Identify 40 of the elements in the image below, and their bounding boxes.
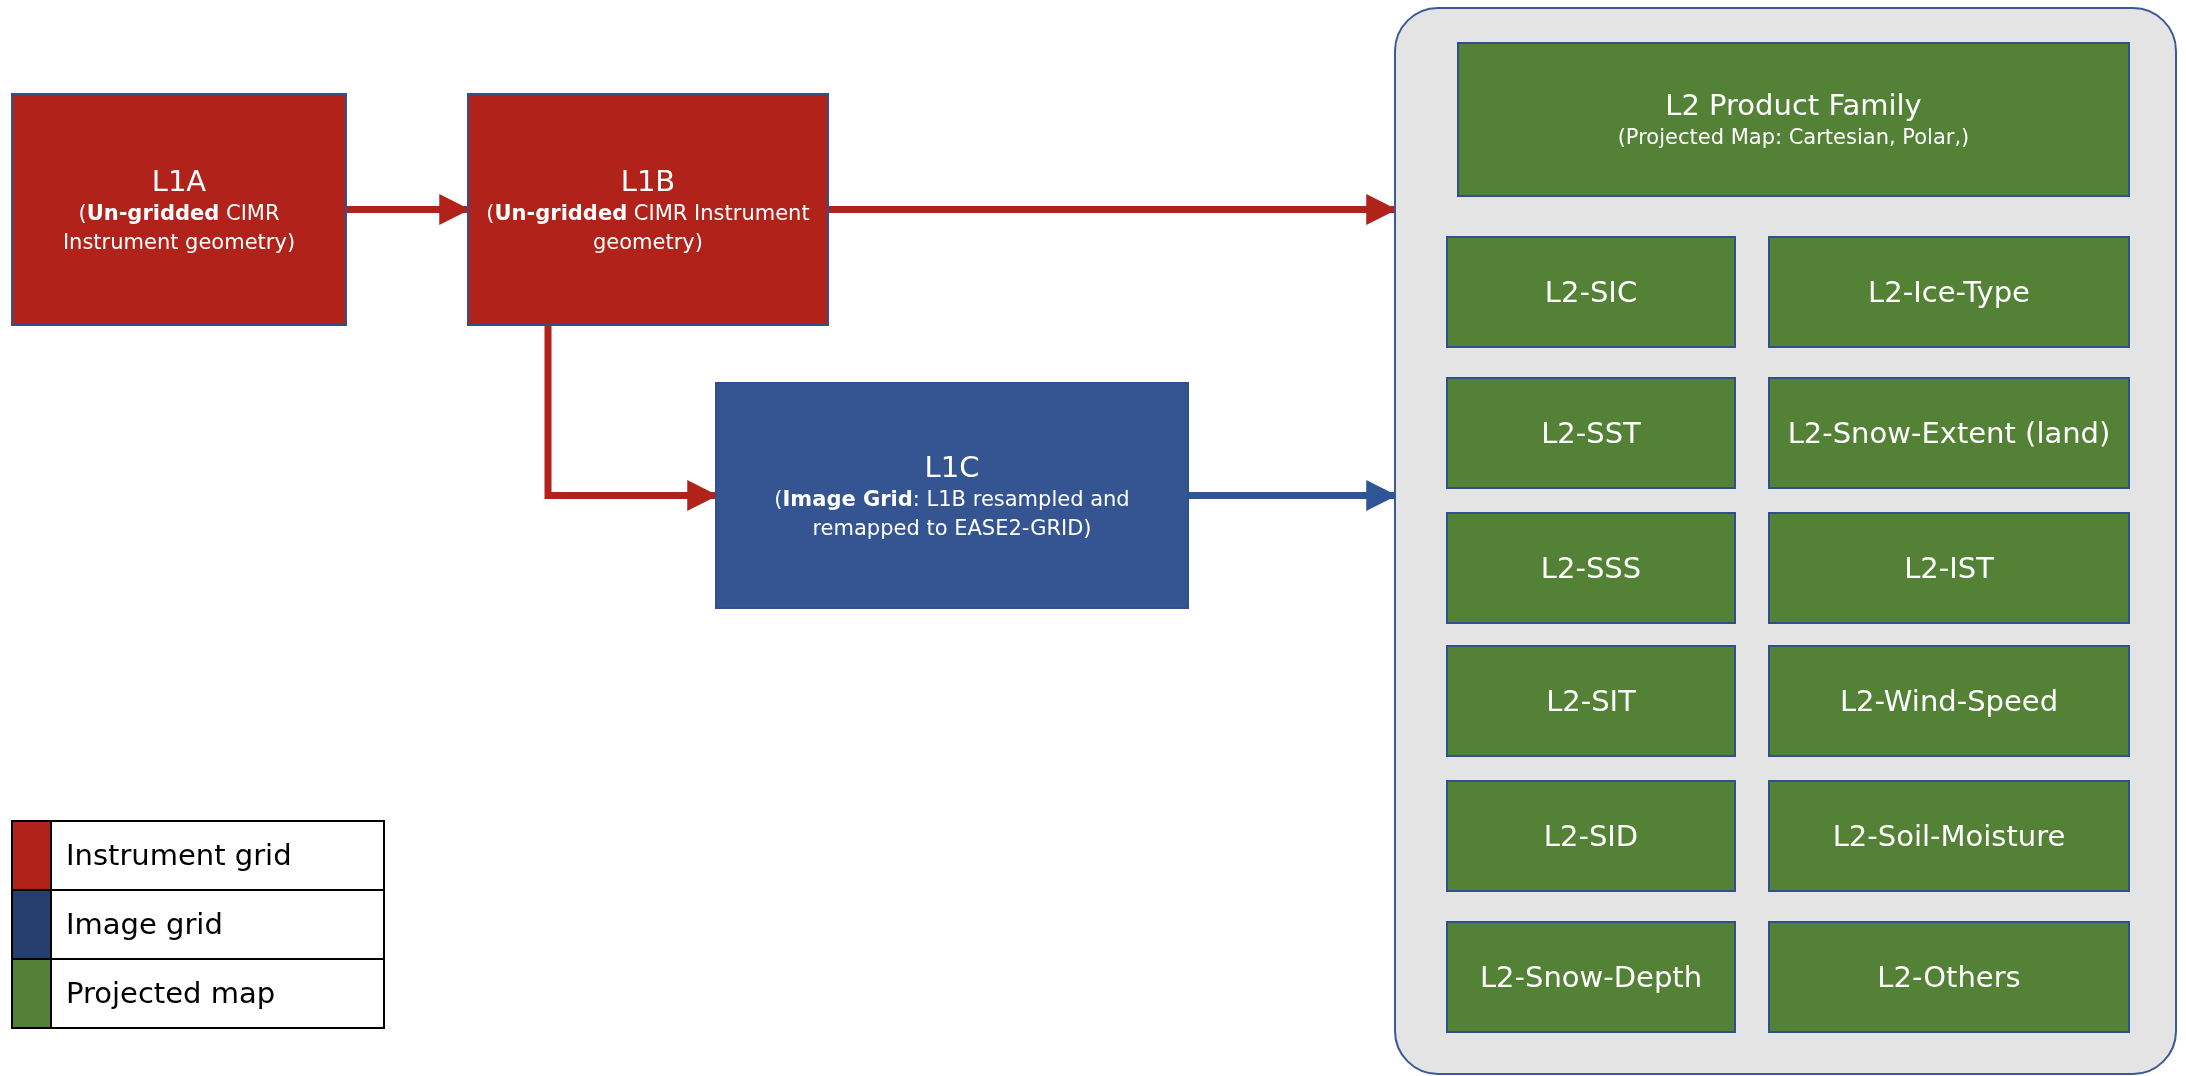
- product-box: [1768, 512, 2130, 624]
- product-box: [1768, 921, 2130, 1033]
- product-box: [1446, 236, 1736, 348]
- box-title: L2-SST: [1541, 414, 1641, 452]
- product-group-panel: [1394, 7, 2177, 1075]
- level-box: [11, 93, 347, 326]
- box-subtitle: (Projected Map: Cartesian, Polar,): [1616, 124, 1971, 152]
- box-title: L2 Product Family: [1665, 87, 1922, 124]
- product-box: [1446, 512, 1736, 624]
- box-title: L2-SIC: [1544, 273, 1638, 311]
- level-box: [715, 382, 1189, 609]
- legend-label: Instrument grid: [65, 837, 292, 874]
- box-title: L2-Soil-Moisture: [1832, 817, 2066, 855]
- product-box: [1768, 236, 2130, 348]
- product-box: [1446, 377, 1736, 489]
- legend-label: Projected map: [65, 975, 276, 1012]
- box-title: L2-Snow-Depth: [1479, 958, 1703, 996]
- legend-label: Image grid: [65, 906, 223, 943]
- box-title: L2-SIT: [1546, 682, 1636, 720]
- box-title: L2-IST: [1904, 549, 1994, 587]
- box-title: L2-SID: [1543, 817, 1639, 855]
- box-title: L2-SSS: [1540, 549, 1642, 587]
- box-title: L2-Wind-Speed: [1839, 682, 2059, 720]
- product-box: [1446, 780, 1736, 892]
- product-box: [1457, 42, 2130, 197]
- box-subtitle: (Image Grid: L1B resampled and remapped to EASE2-GRID): [773, 486, 1131, 542]
- product-box: [1768, 377, 2130, 489]
- product-box: [1768, 645, 2130, 757]
- product-box: [1446, 921, 1736, 1033]
- box-title: L1B: [620, 163, 676, 200]
- box-title: L2-Ice-Type: [1868, 273, 2030, 311]
- box-title: L2-Others: [1877, 958, 2021, 996]
- box-subtitle: (Un-gridded CIMR Instrument geometry): [485, 200, 811, 256]
- level-box: [467, 93, 829, 326]
- product-box: [1446, 645, 1736, 757]
- product-box: [1768, 780, 2130, 892]
- box-title: L1C: [924, 449, 980, 486]
- box-title: L2-Snow-Extent (land): [1787, 414, 2111, 452]
- box-subtitle: (Un-gridded CIMR Instrument geometry): [61, 200, 297, 256]
- box-title: L1A: [151, 163, 207, 200]
